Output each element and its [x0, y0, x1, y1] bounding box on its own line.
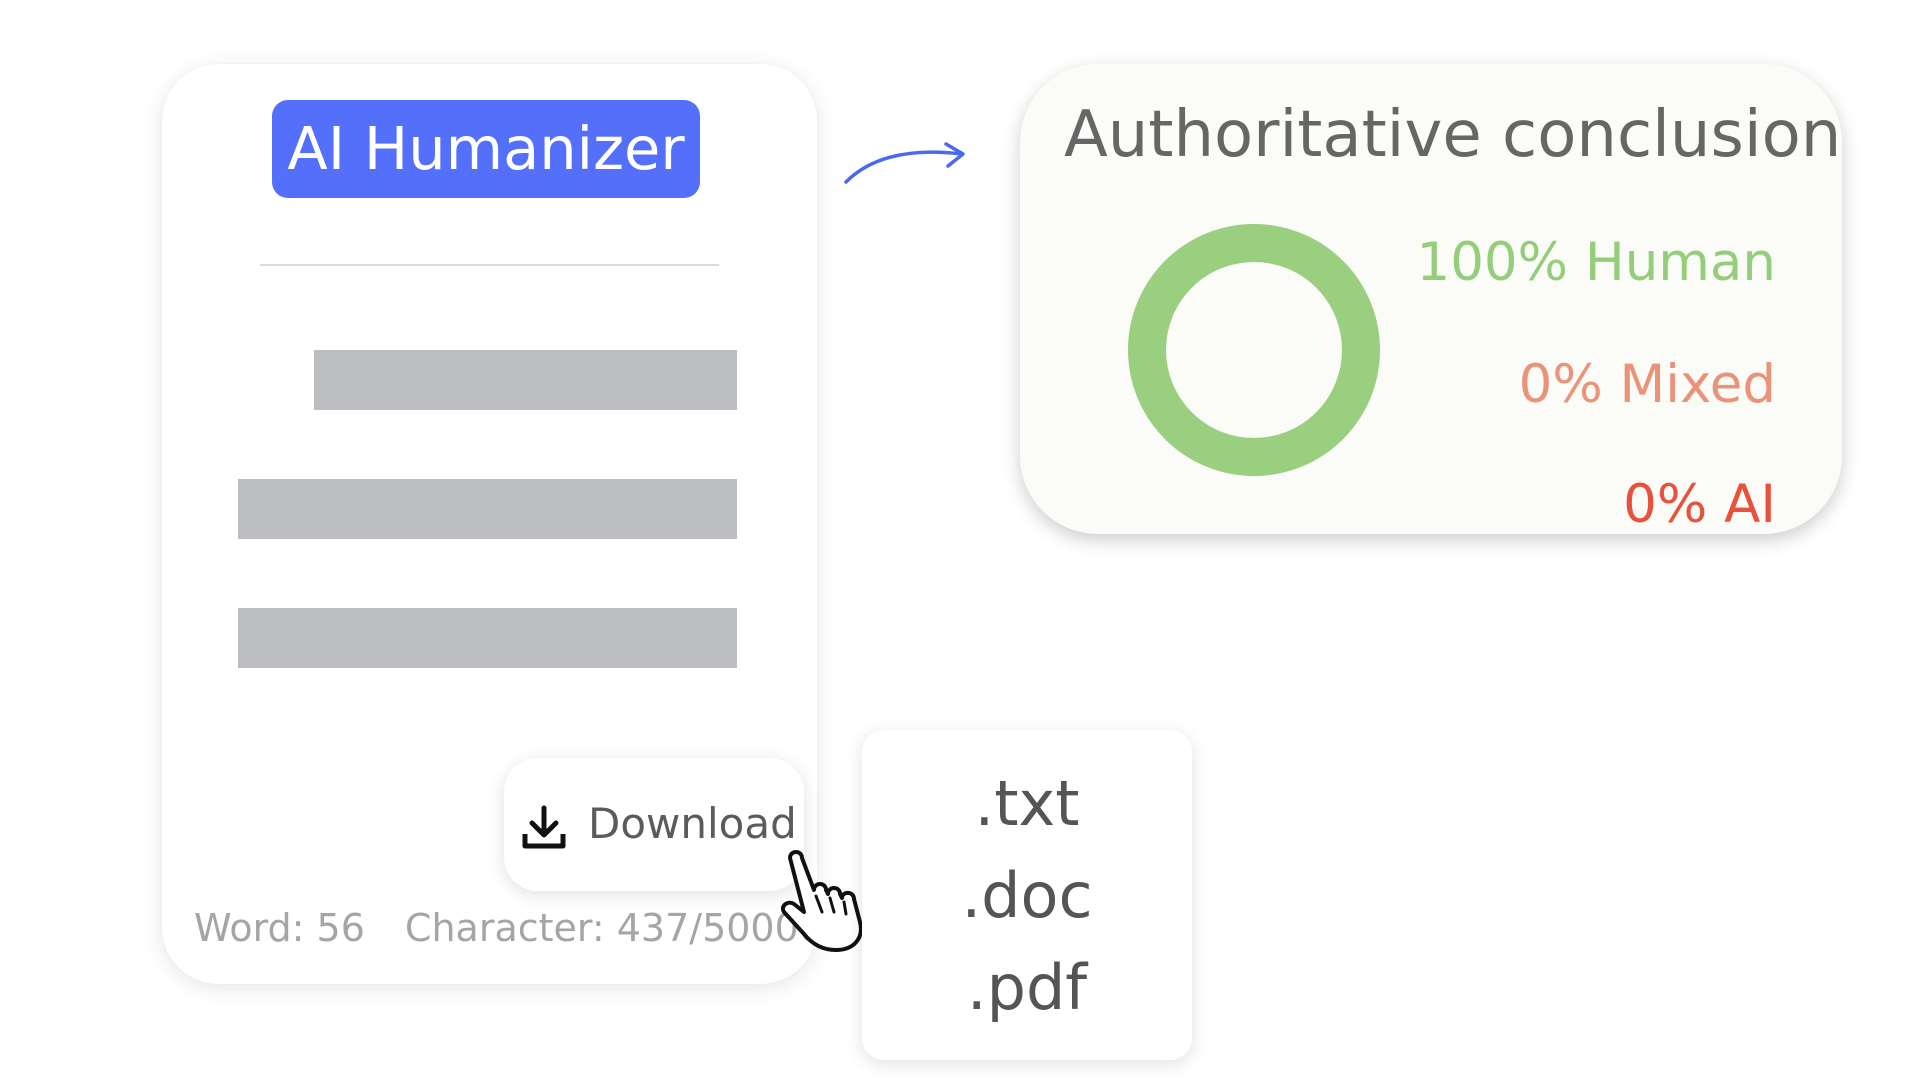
detection-result-card: Authoritative conclusion 100% Human 0% M…	[1020, 64, 1842, 535]
result-title: Authoritative conclusion	[1064, 98, 1842, 172]
download-label: Download	[588, 799, 797, 848]
text-stats: Word: 56 Character: 437/50000	[194, 902, 823, 954]
ai-percent: 0% AI	[1623, 474, 1776, 535]
humanizer-card: AI Humanizer Download Word: 56 Character:…	[162, 64, 823, 984]
mixed-percent: 0% Mixed	[1518, 354, 1776, 415]
pointer-hand-icon	[781, 850, 863, 952]
text-line-placeholder	[238, 479, 737, 539]
download-format-menu: .txt .doc .pdf	[862, 730, 1192, 1060]
word-count: Word: 56	[194, 906, 365, 950]
download-button[interactable]: Download	[504, 758, 804, 891]
download-icon	[522, 805, 566, 849]
divider	[260, 264, 719, 266]
format-option-txt[interactable]: .txt	[974, 767, 1080, 840]
humanizer-title-button[interactable]: AI Humanizer	[272, 100, 700, 198]
text-line-placeholder	[314, 350, 737, 410]
format-option-pdf[interactable]: .pdf	[966, 951, 1088, 1024]
text-line-placeholder	[238, 608, 737, 668]
curved-arrow-icon	[844, 142, 965, 184]
character-count: Character: 437/50000	[404, 906, 823, 950]
format-option-doc[interactable]: .doc	[961, 859, 1093, 932]
human-score-donut	[1128, 224, 1380, 476]
human-percent: 100% Human	[1416, 232, 1776, 293]
